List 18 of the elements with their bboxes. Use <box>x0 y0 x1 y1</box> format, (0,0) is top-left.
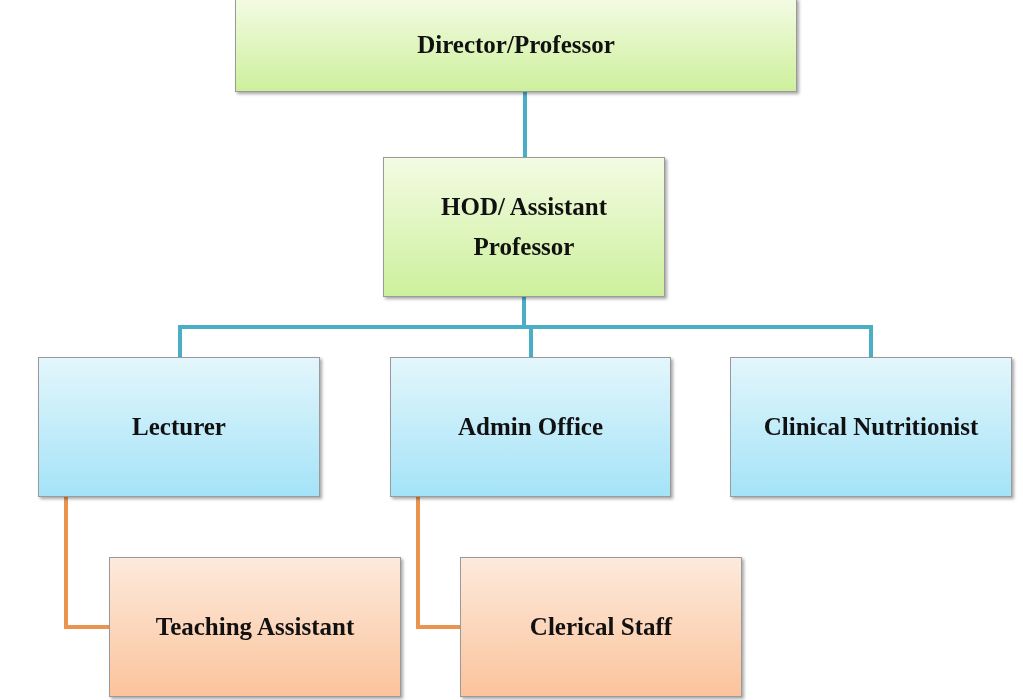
org-chart-box <box>460 557 742 697</box>
org-chart-box <box>730 357 1012 497</box>
org-chart-box <box>38 357 320 497</box>
org-chart-box <box>235 0 797 92</box>
role-title: Admin Office <box>457 412 604 442</box>
role-title: Lecturer <box>132 412 226 442</box>
role-title: Director/Professor <box>417 30 615 60</box>
connector-line <box>416 497 460 629</box>
org-chart-box <box>109 557 401 697</box>
role-title: Teaching Assistant <box>155 612 355 642</box>
connector-line <box>64 497 109 629</box>
org-chart-box <box>383 157 665 297</box>
role-title: Clerical Staff <box>529 612 673 642</box>
connector-line <box>522 297 873 357</box>
role-title: HOD/ Assistant Professor <box>440 192 608 262</box>
role-title: Clinical Nutritionist <box>763 412 979 442</box>
connector-line <box>523 92 527 157</box>
org-chart-box <box>390 357 671 497</box>
